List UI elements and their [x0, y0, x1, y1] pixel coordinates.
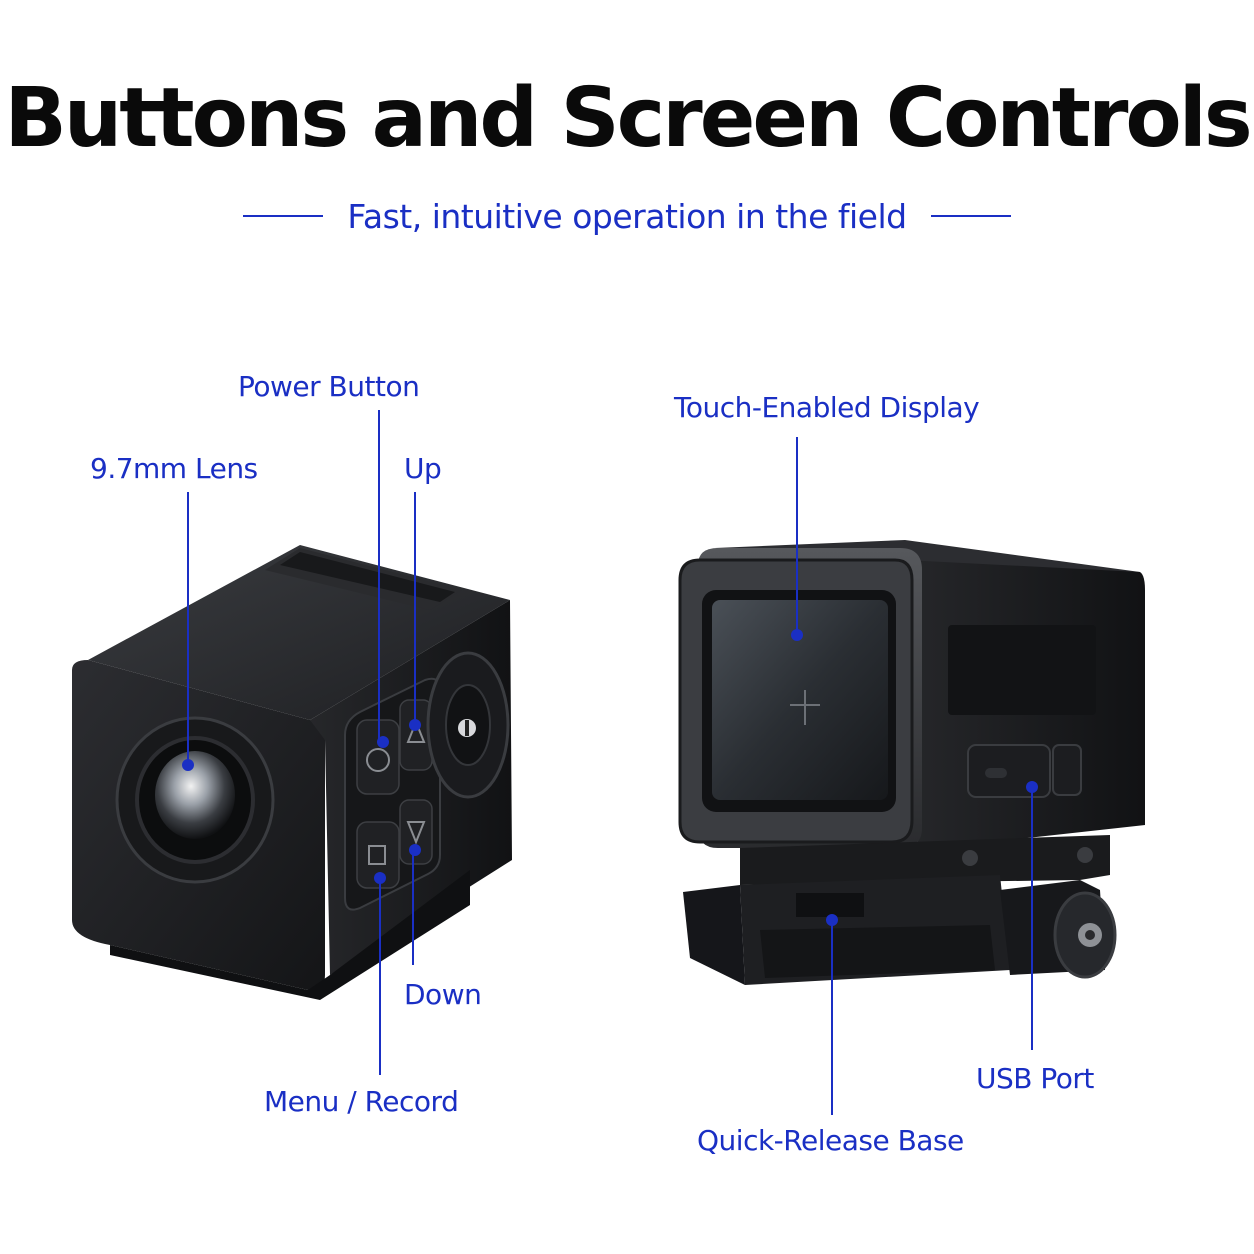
- subtitle-row: Fast, intuitive operation in the field: [0, 196, 1254, 236]
- callout-menu-label: Menu / Record: [264, 1085, 459, 1118]
- base-dot: [826, 914, 838, 926]
- callout-display-label: Touch-Enabled Display: [674, 391, 980, 424]
- callout-up-label: Up: [404, 452, 442, 485]
- subtitle-line-left: [243, 215, 324, 217]
- power-dot: [377, 736, 389, 748]
- down-dot: [409, 844, 421, 856]
- usb-dot: [1026, 781, 1038, 793]
- up-dot: [409, 719, 421, 731]
- page-subtitle: Fast, intuitive operation in the field: [347, 196, 907, 236]
- callout-lens-label: 9.7mm Lens: [90, 452, 258, 485]
- menu-dot: [374, 872, 386, 884]
- callout-down-label: Down: [404, 978, 482, 1011]
- callout-power-label: Power Button: [238, 370, 420, 403]
- callout-usb-label: USB Port: [976, 1062, 1094, 1095]
- left-device: [72, 545, 512, 1000]
- callout-base-label: Quick-Release Base: [697, 1124, 964, 1157]
- subtitle-line-right: [930, 215, 1011, 217]
- page-title: Buttons and Screen Controls: [4, 71, 1252, 166]
- lens-dot: [182, 759, 194, 771]
- right-device: [678, 540, 1145, 985]
- callout-lines: [182, 410, 1038, 1115]
- display-dot: [791, 629, 803, 641]
